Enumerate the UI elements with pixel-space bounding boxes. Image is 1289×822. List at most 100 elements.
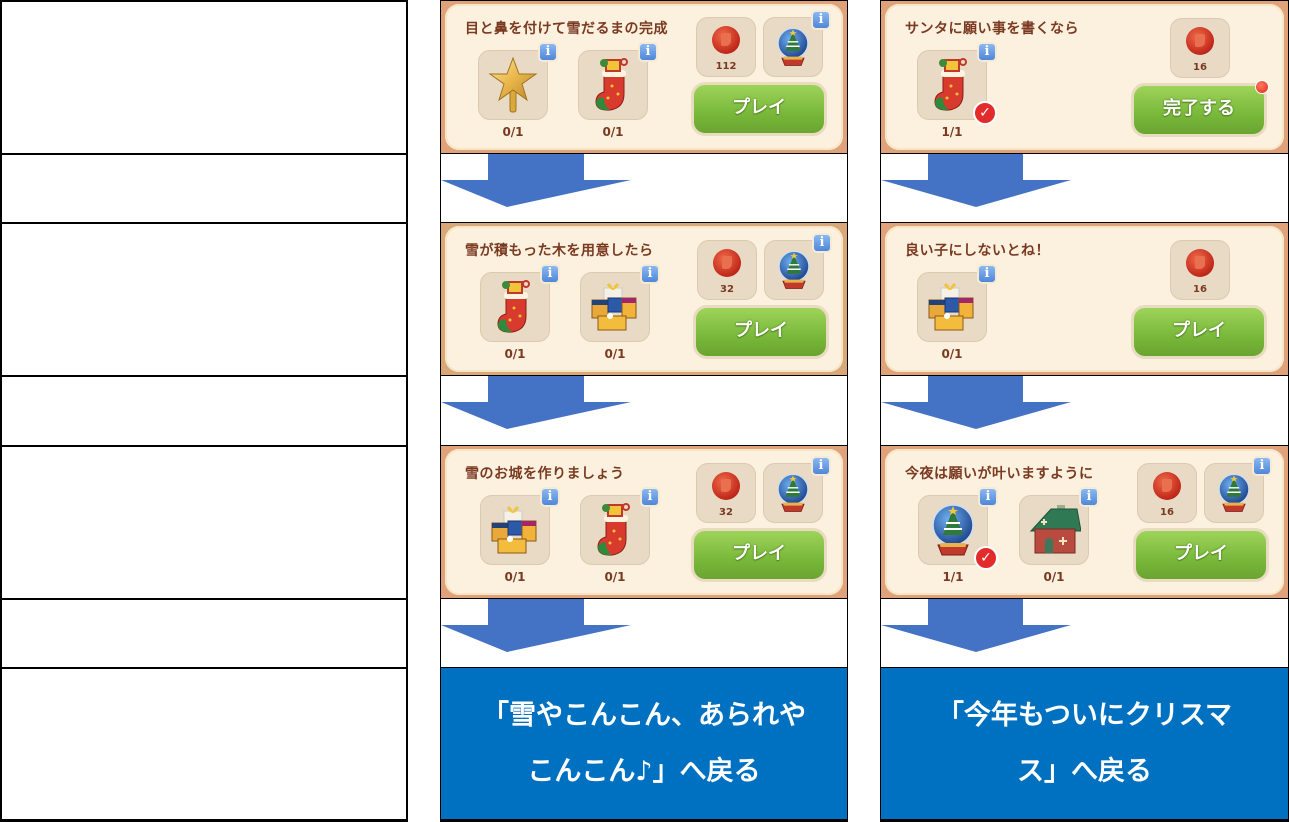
- quest-card: 今夜は願いが叶いますように i ✓ 1/1 i 0/1 16: [881, 446, 1288, 598]
- arrow-cell: [880, 153, 1289, 223]
- info-icon[interactable]: i: [538, 42, 558, 62]
- star-tree-topper-icon: [486, 56, 540, 114]
- return-link-cell: 「今年もついにクリスマ ス」へ戻る: [880, 667, 1289, 822]
- item-count: 0/1: [604, 347, 626, 361]
- red-house-icon: [1027, 501, 1081, 559]
- stocking-coin-icon: [1186, 27, 1214, 55]
- stocking-coin-icon: [713, 249, 741, 277]
- gift-boxes-icon: [925, 278, 979, 336]
- left-table-cell-5: [0, 445, 408, 599]
- info-icon[interactable]: i: [811, 10, 831, 30]
- info-icon[interactable]: i: [811, 456, 831, 476]
- info-icon[interactable]: i: [977, 42, 997, 62]
- christmas-stocking-icon: [488, 278, 542, 336]
- info-icon[interactable]: i: [812, 233, 832, 253]
- item-count: 0/1: [502, 125, 524, 139]
- check-icon: ✓: [974, 546, 998, 570]
- arrow-cell: [440, 153, 848, 223]
- quest-card: サンタに願い事を書くなら i ✓ 1/1 16 完了する: [881, 1, 1288, 153]
- quest-item-slot[interactable]: [580, 495, 650, 565]
- reward-coin-slot: 32: [696, 463, 756, 523]
- down-arrow-icon: [881, 376, 1071, 429]
- item-count: 0/1: [941, 347, 963, 361]
- quest-item-slot[interactable]: [578, 50, 648, 120]
- christmas-stocking-icon: [588, 501, 642, 559]
- info-icon[interactable]: i: [540, 487, 560, 507]
- play-button[interactable]: プレイ: [1133, 528, 1269, 582]
- quest-title: 良い子にしないとね！: [905, 243, 1050, 259]
- stocking-coin-icon: [1153, 472, 1181, 500]
- info-icon[interactable]: i: [640, 487, 660, 507]
- quest-title: サンタに願い事を書くなら: [905, 21, 1079, 37]
- reward-coin-value: 32: [720, 284, 734, 295]
- stocking-coin-icon: [1186, 249, 1214, 277]
- quest-title: 今夜は願いが叶いますように: [905, 466, 1094, 482]
- play-button[interactable]: プレイ: [691, 82, 827, 136]
- quest-card-cell: 良い子にしないとね！ i 0/1 16 プレイ: [880, 222, 1289, 376]
- quest-card-cell: 今夜は願いが叶いますように i ✓ 1/1 i 0/1 16: [880, 445, 1289, 599]
- play-button[interactable]: プレイ: [691, 528, 827, 582]
- down-arrow-icon: [441, 599, 631, 652]
- info-icon[interactable]: i: [640, 264, 660, 284]
- reward-coin-slot: 16: [1137, 463, 1197, 523]
- play-button[interactable]: プレイ: [693, 305, 829, 359]
- snow-globe-icon: [773, 467, 813, 519]
- quest-card: 雪のお城を作りましょう i 0/1 i 0/1 32 i: [441, 446, 847, 598]
- info-icon[interactable]: i: [540, 264, 560, 284]
- info-icon[interactable]: i: [1079, 487, 1099, 507]
- item-count: 1/1: [941, 125, 963, 139]
- quest-card-cell: 目と鼻を付けて雪だるまの完成 i 0/1 i 0/1 112 i: [440, 0, 848, 154]
- down-arrow-icon: [441, 376, 631, 429]
- info-icon[interactable]: i: [978, 487, 998, 507]
- reward-coin-value: 16: [1160, 507, 1174, 518]
- left-table-cell-3: [0, 222, 408, 376]
- play-button[interactable]: プレイ: [1131, 305, 1267, 359]
- gift-boxes-icon: [588, 278, 642, 336]
- arrow-cell: [440, 375, 848, 446]
- complete-button[interactable]: 完了する: [1131, 83, 1267, 137]
- reward-coin-slot: 16: [1170, 18, 1230, 78]
- quest-item-slot[interactable]: [1019, 495, 1089, 565]
- quest-item-slot[interactable]: [480, 495, 550, 565]
- info-icon[interactable]: i: [977, 264, 997, 284]
- quest-item-slot[interactable]: [580, 272, 650, 342]
- quest-card: 良い子にしないとね！ i 0/1 16 プレイ: [881, 223, 1288, 375]
- down-arrow-icon: [881, 599, 1071, 652]
- notification-dot-icon: [1255, 80, 1269, 94]
- item-count: 0/1: [604, 570, 626, 584]
- return-link-line-2: こんこん♪」へ戻る: [527, 755, 761, 787]
- info-icon[interactable]: i: [638, 42, 658, 62]
- item-count: 1/1: [942, 570, 964, 584]
- quest-title: 雪のお城を作りましょう: [465, 466, 625, 482]
- quest-item-slot[interactable]: [478, 50, 548, 120]
- quest-item-slot[interactable]: [917, 272, 987, 342]
- reward-coin-slot: 112: [696, 17, 756, 77]
- left-table-cell-4: [0, 375, 408, 446]
- item-count: 0/1: [1043, 570, 1065, 584]
- quest-card: 雪が積もった木を用意したら i 0/1 i 0/1 32 i: [441, 223, 847, 375]
- left-table-cell-1: [0, 0, 408, 154]
- snow-globe-icon: [773, 21, 813, 73]
- down-arrow-icon: [441, 154, 631, 207]
- reward-coin-value: 16: [1193, 284, 1207, 295]
- quest-item-slot[interactable]: [480, 272, 550, 342]
- return-link-line-2: ス」へ戻る: [1017, 755, 1152, 787]
- left-table-cell-6: [0, 598, 408, 668]
- return-to-quest-link[interactable]: 「雪やこんこん、あられや こんこん♪」へ戻る: [441, 668, 847, 819]
- quest-title: 目と鼻を付けて雪だるまの完成: [465, 21, 668, 37]
- reward-coin-value: 16: [1193, 62, 1207, 73]
- quest-card-cell: サンタに願い事を書くなら i ✓ 1/1 16 完了する: [880, 0, 1289, 154]
- stocking-coin-icon: [712, 26, 740, 54]
- christmas-stocking-icon: [925, 56, 979, 114]
- info-icon[interactable]: i: [1252, 456, 1272, 476]
- quest-card-cell: 雪のお城を作りましょう i 0/1 i 0/1 32 i: [440, 445, 848, 599]
- item-count: 0/1: [602, 125, 624, 139]
- down-arrow-icon: [881, 154, 1071, 207]
- arrow-cell: [880, 598, 1289, 668]
- return-to-quest-link[interactable]: 「今年もついにクリスマ ス」へ戻る: [881, 668, 1288, 819]
- return-link-cell: 「雪やこんこん、あられや こんこん♪」へ戻る: [440, 667, 848, 822]
- stocking-coin-icon: [712, 472, 740, 500]
- reward-coin-value: 112: [715, 61, 737, 72]
- return-link-line-1: 「雪やこんこん、あられや: [482, 699, 806, 731]
- quest-card-cell: 雪が積もった木を用意したら i 0/1 i 0/1 32 i: [440, 222, 848, 376]
